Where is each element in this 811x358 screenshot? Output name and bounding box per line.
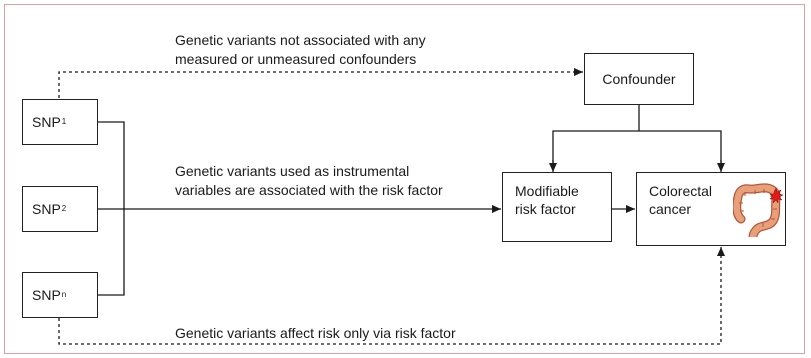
confounder-box: Confounder xyxy=(584,53,694,105)
risk-factor-label-line-1: Modifiable xyxy=(515,183,579,199)
figure-frame xyxy=(4,4,805,354)
snp-2-subscript: 2 xyxy=(61,204,67,213)
outcome-label-line-2: cancer xyxy=(649,201,692,217)
caption-bottom: Genetic variants affect risk only via ri… xyxy=(175,325,456,341)
confounder-label: Confounder xyxy=(602,71,676,87)
outcome-dashed-path xyxy=(58,254,722,345)
confounder-dashed-path xyxy=(58,71,580,98)
snp-1-label: SNP xyxy=(32,114,61,130)
caption-top-line-1: Genetic variants not associated with any xyxy=(175,32,426,48)
risk-factor-box: Modifiable risk factor xyxy=(502,172,612,242)
snp-n-label: SNP xyxy=(32,287,61,303)
tumour-icon xyxy=(769,187,783,204)
snp-1-subscript: 1 xyxy=(61,117,67,126)
snp-n-subscript: n xyxy=(61,290,67,299)
caption-middle-line-1: Genetic variants used as instrumental xyxy=(175,163,410,179)
confounder-fork xyxy=(552,105,722,165)
outcome-box: Colorectal cancer xyxy=(636,172,786,246)
risk-factor-label-line-2: risk factor xyxy=(515,201,576,217)
caption-middle-line-2: variables are associated with the risk f… xyxy=(175,181,443,198)
snp-2-label: SNP xyxy=(32,201,61,217)
caption-top: Genetic variants not associated with any… xyxy=(175,31,426,68)
caption-middle: Genetic variants used as instrumental va… xyxy=(175,162,443,199)
outcome-label-line-1: Colorectal xyxy=(649,183,713,199)
caption-top-line-2: measured or unmeasured confounders xyxy=(175,50,417,67)
colon-icon xyxy=(733,183,783,237)
